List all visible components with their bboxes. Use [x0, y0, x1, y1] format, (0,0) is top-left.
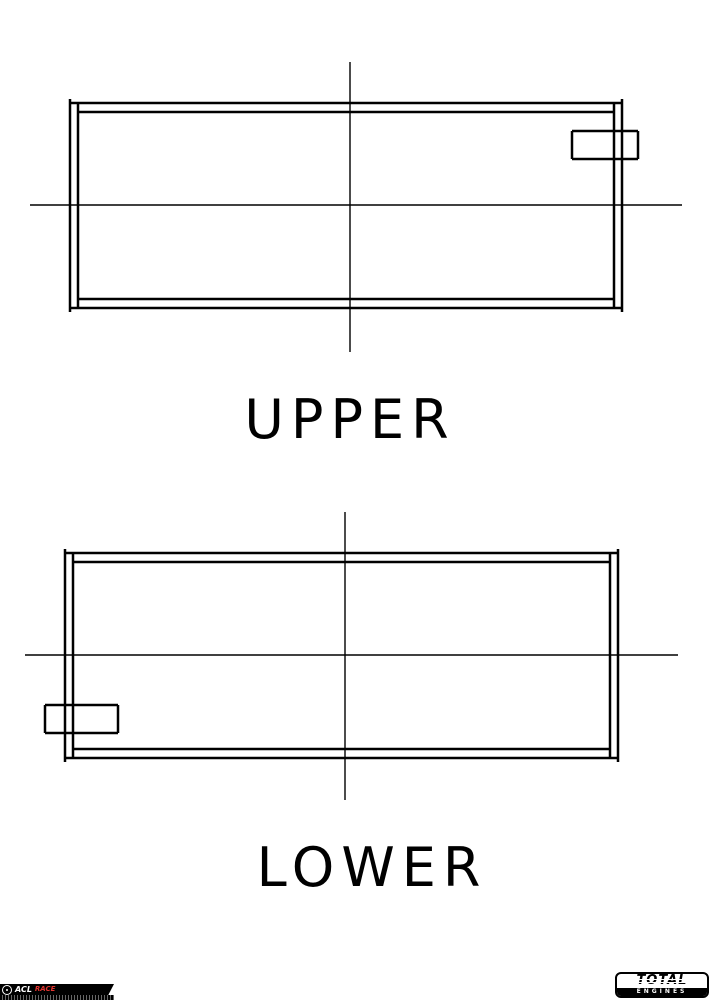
acl-tagline-strip [0, 995, 114, 1000]
total-engines-logo: TOTAL ENGINES [615, 972, 709, 998]
total-brand-text: TOTAL [617, 974, 707, 988]
acl-race-series-logo: ACL RACE [0, 984, 114, 1000]
lower-centerlines [25, 512, 678, 800]
acl-series-text: RACE [34, 985, 56, 993]
acl-emblem-icon [2, 984, 12, 995]
upper-locating-tab [570, 129, 640, 161]
upper-centerlines [30, 62, 682, 352]
lower-label: LOWER [256, 836, 488, 899]
upper-label: UPPER [244, 388, 456, 451]
acl-brand-text: ACL [15, 984, 32, 994]
total-engines-text: ENGINES [617, 988, 707, 996]
lower-locating-tab [43, 703, 120, 735]
acl-logo-banner: ACL RACE [0, 984, 114, 995]
